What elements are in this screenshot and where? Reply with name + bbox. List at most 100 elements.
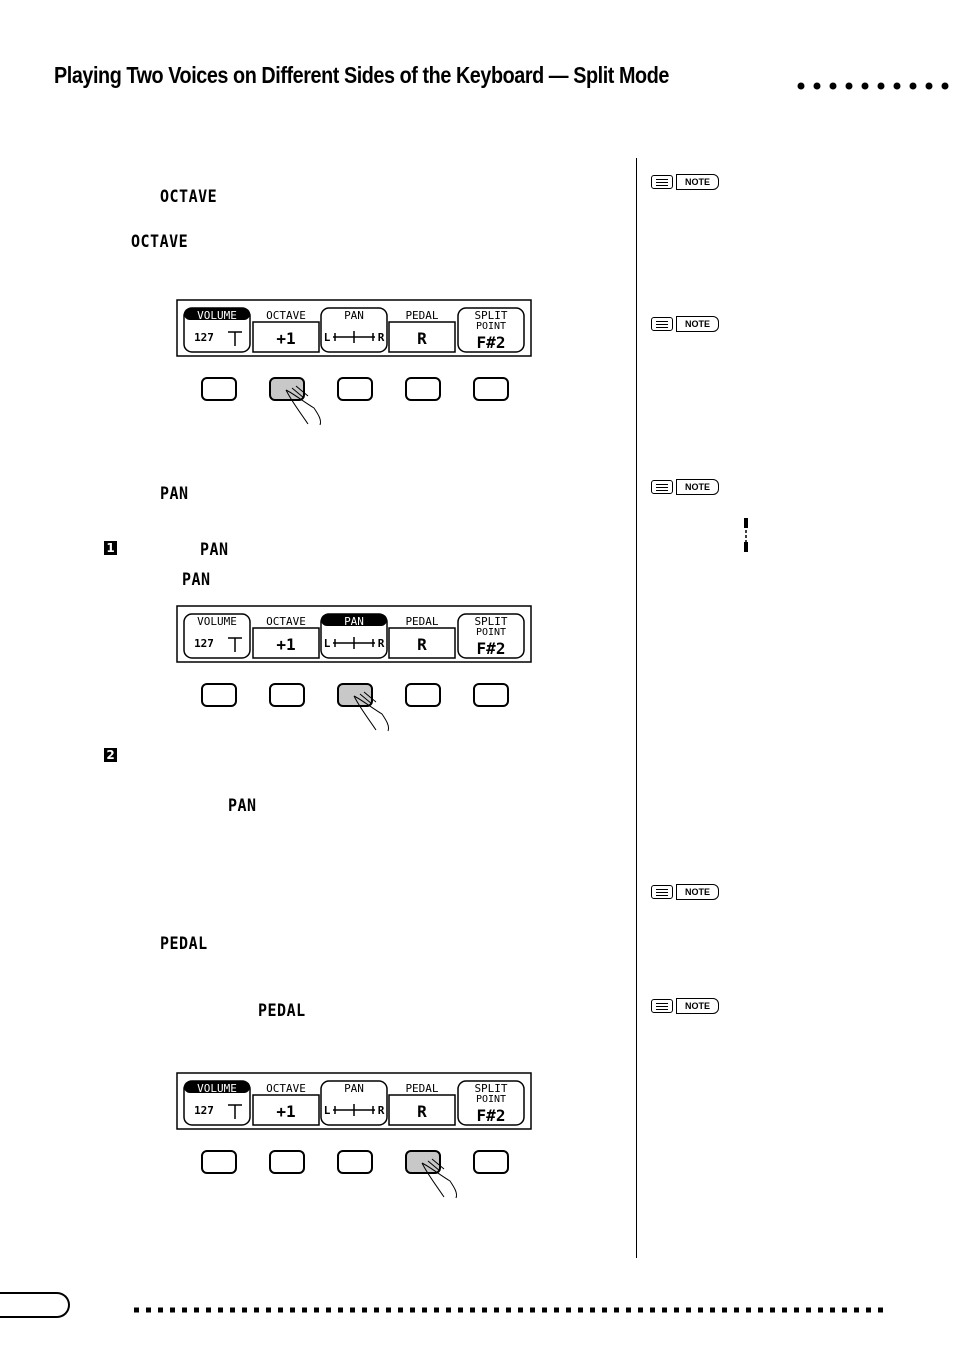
lcd-value-box	[388, 627, 456, 659]
lcd-cell-pan	[320, 1080, 388, 1126]
book-icon	[651, 885, 673, 899]
hand-pointer-icon	[421, 1158, 457, 1199]
lcd-tab-octave: OCTAVE	[266, 1082, 306, 1095]
lcd-cell-split	[457, 1080, 525, 1126]
octave-inline-label: OCTAVE	[131, 231, 189, 252]
lcd-octave-value: +1	[276, 1102, 295, 1121]
step-2-number: 2	[104, 748, 117, 762]
panel-button-3	[337, 1150, 373, 1174]
lcd-value-box	[252, 627, 320, 659]
lcd-tab-pan: PAN	[344, 615, 364, 628]
lcd-cell-pan	[320, 307, 388, 353]
lcd-pan-left: L	[324, 637, 331, 650]
book-icon	[651, 999, 673, 1013]
lcd-tab-split: SPLIT	[474, 1082, 507, 1095]
note-tag: NOTE	[676, 884, 720, 900]
panel-button-1	[201, 1150, 237, 1174]
lcd-octave-value: +1	[276, 329, 295, 348]
lcd-tab-pedal: PEDAL	[405, 1082, 438, 1095]
lcd-tab-octave: OCTAVE	[266, 615, 306, 628]
step-1-pan-label: PAN	[200, 539, 229, 560]
lcd-value-box	[388, 1094, 456, 1126]
note-icon-4: NOTE	[651, 884, 720, 900]
lcd-value-box	[388, 321, 456, 353]
hand-pointer-icon	[353, 691, 389, 732]
lcd-pedal-value: R	[417, 1102, 427, 1121]
note-tag: NOTE	[676, 998, 720, 1014]
note-tag: NOTE	[676, 316, 720, 332]
page-title: Playing Two Voices on Different Sides of…	[54, 62, 669, 88]
panel-button-5	[473, 377, 509, 401]
lcd-tab-pedal: PEDAL	[405, 615, 438, 628]
panel-button-3	[337, 683, 373, 707]
lcd-volume-value: 127	[194, 331, 214, 344]
lcd-frame	[176, 299, 532, 357]
lcd-cell-split	[457, 307, 525, 353]
lcd-cell-split	[457, 613, 525, 659]
pan-slider-icon	[333, 331, 375, 343]
book-icon	[651, 317, 673, 331]
page-tab	[0, 1292, 70, 1318]
lcd-tab-pedal: PEDAL	[405, 309, 438, 322]
panel-button-1	[201, 377, 237, 401]
lcd-pan-right: R	[378, 1104, 385, 1117]
lcd-tab-split: SPLIT	[474, 615, 507, 628]
book-icon	[651, 175, 673, 189]
pan-inline-label-2: PAN	[228, 795, 257, 816]
lcd-split-sub: POINT	[476, 321, 506, 332]
volume-slider-icon	[228, 637, 242, 652]
lcd-tab-octave: OCTAVE	[266, 309, 306, 322]
column-divider	[636, 158, 637, 1258]
lcd-tab-volume: VOLUME	[197, 615, 237, 628]
panel-button-2	[269, 377, 305, 401]
hand-pointer-icon	[285, 385, 321, 426]
pan-heading: PAN	[160, 483, 189, 504]
lcd-tab-active	[184, 1081, 250, 1093]
note-icon-3: NOTE	[651, 479, 720, 495]
lcd-tab-active	[321, 614, 387, 626]
lcd-tab-volume: VOLUME	[197, 1082, 237, 1095]
pan-inline-label: PAN	[182, 569, 211, 590]
lcd-cell-volume	[183, 613, 251, 659]
note-icon-5: NOTE	[651, 998, 720, 1014]
lcd-pan-left: L	[324, 331, 331, 344]
lcd-tab-pan: PAN	[344, 1082, 364, 1095]
panel-button-3	[337, 377, 373, 401]
lcd-pan-right: R	[378, 331, 385, 344]
lcd-pan-left: L	[324, 1104, 331, 1117]
note-icon-2: NOTE	[651, 316, 720, 332]
pan-slider-icon	[333, 637, 375, 649]
panel-button-4	[405, 1150, 441, 1174]
heading-dots	[797, 82, 949, 90]
lcd-frame	[176, 605, 532, 663]
panel-button-2	[269, 1150, 305, 1174]
step-1-number: 1	[104, 541, 117, 555]
panel-button-5	[473, 683, 509, 707]
lcd-pan-right: R	[378, 637, 385, 650]
note-tag: NOTE	[676, 174, 720, 190]
pan-indicator-icon	[744, 518, 748, 552]
panel-button-4	[405, 377, 441, 401]
pan-slider-icon	[333, 1104, 375, 1116]
book-icon	[651, 480, 673, 494]
lcd-value-box	[252, 321, 320, 353]
pedal-heading: PEDAL	[160, 933, 208, 954]
panel-button-1	[201, 683, 237, 707]
lcd-volume-value: 127	[194, 637, 214, 650]
octave-heading: OCTAVE	[160, 186, 218, 207]
lcd-split-value: F#2	[477, 1106, 506, 1125]
panel-button-2	[269, 683, 305, 707]
footer-dots	[134, 1307, 886, 1313]
lcd-split-sub: POINT	[476, 1094, 506, 1105]
lcd-tab-split: SPLIT	[474, 309, 507, 322]
lcd-tab-pan: PAN	[344, 309, 364, 322]
lcd-tab-volume: VOLUME	[197, 309, 237, 322]
volume-slider-icon	[228, 1104, 242, 1119]
lcd-octave-value: +1	[276, 635, 295, 654]
